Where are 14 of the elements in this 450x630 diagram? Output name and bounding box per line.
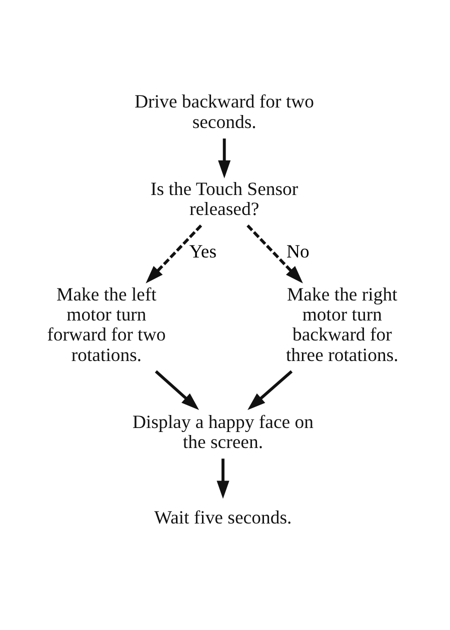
edge-label: Yes [189, 242, 217, 263]
arrow [154, 370, 200, 410]
node-text: Make the right motor turn backward for three rotations. [286, 284, 398, 366]
node-text: Is the Touch Sensor released? [150, 178, 298, 220]
arrow [246, 224, 303, 284]
arrow [248, 370, 293, 410]
node-text: Drive backward for two seconds. [134, 92, 314, 133]
arrow [146, 224, 202, 284]
arrow [218, 138, 231, 178]
node-text: Display a happy face on the screen. [132, 412, 314, 453]
node-text: Make the left motor turn forward for two rotations. [47, 284, 166, 366]
arrow [216, 458, 230, 499]
node-text: Wait five seconds. [154, 507, 292, 528]
edge-label: No [286, 242, 310, 263]
